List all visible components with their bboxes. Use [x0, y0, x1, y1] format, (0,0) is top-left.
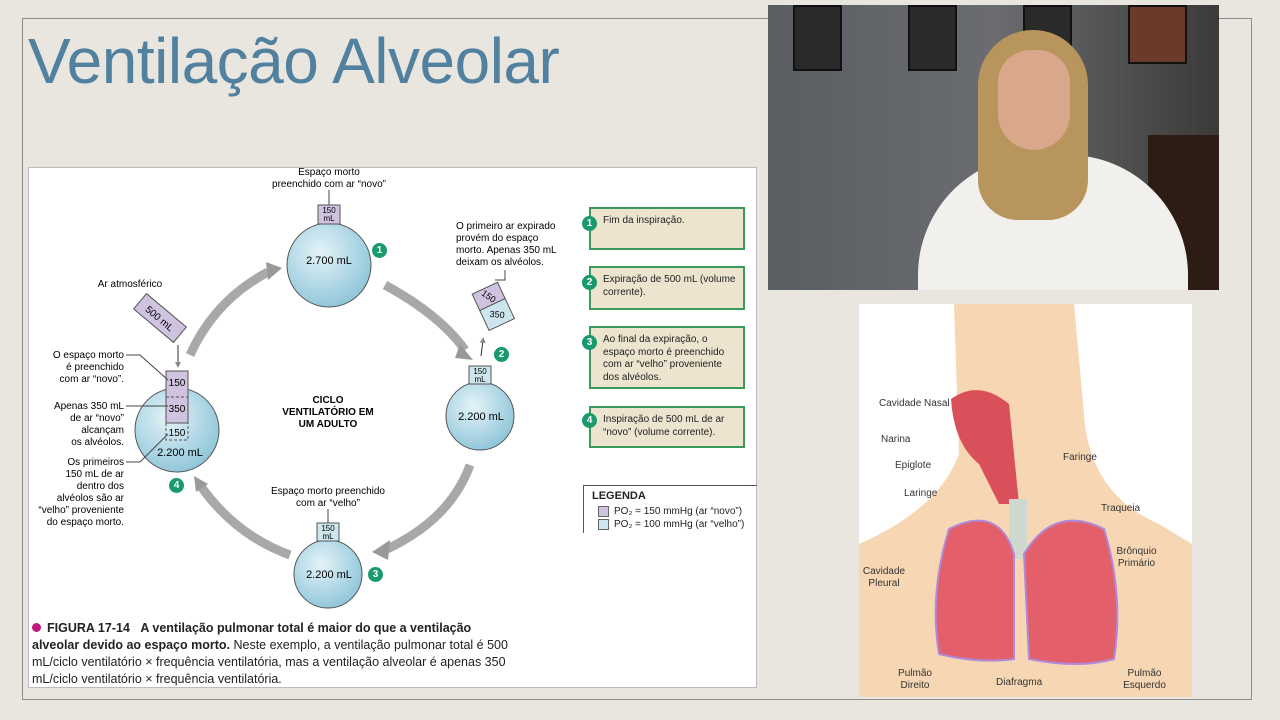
right-note-line: deixam os alvéolos.	[456, 257, 544, 268]
segment-150-new: 150	[169, 378, 186, 389]
label-traqueia: Traqueia	[1101, 503, 1141, 514]
expired-350: 350	[489, 309, 505, 320]
label-epiglote: Epiglote	[895, 460, 932, 471]
left-note-line: alvéolos são ar	[57, 493, 125, 504]
step-badge-2: 2	[494, 347, 509, 362]
caption-label: FIGURA 17-14	[47, 621, 130, 635]
inspired-air-segment: 500 mL	[132, 292, 188, 344]
volume-left: 2.200 mL	[157, 447, 203, 459]
dead-space-value: 150	[473, 367, 487, 376]
label-pulmao-esquerdo: Pulmão Esquerdo	[1123, 668, 1166, 691]
legend-title: LEGENDA	[592, 490, 646, 502]
caption-text: Neste exemplo, a ventilação pulmonar tot…	[32, 638, 508, 686]
label-faringe: Faringe	[1063, 452, 1097, 463]
center-label: VENTILATÓRIO EM	[282, 405, 373, 418]
bottom-note-line2: com ar “velho”	[296, 498, 360, 509]
arrow-4-to-1	[185, 268, 271, 357]
step-box-4: Inspiração de 500 mL de ar “novo” (volum…	[589, 406, 745, 448]
arrow-1-to-2	[382, 281, 469, 353]
left-note-line: O espaço morto	[53, 350, 125, 361]
step-badge-3: 3	[368, 567, 383, 582]
wall-poster	[908, 5, 957, 71]
left-note-line: do espaço morto.	[47, 517, 124, 528]
label-cavidade-pleural: Cavidade Pleural	[862, 566, 906, 589]
label-laringe: Laringe	[904, 488, 938, 499]
arrow-2-to-3	[383, 463, 475, 555]
figure-caption: FIGURA 17-14 A ventilação pulmonar total…	[32, 620, 512, 688]
right-note-line: provém do espaço	[456, 233, 539, 244]
legend-swatch	[598, 519, 609, 530]
dead-space-value: 150	[321, 524, 335, 533]
expired-air-segment: 150 350	[471, 281, 516, 332]
slide-title: Ventilação Alveolar	[28, 25, 560, 97]
right-note-line: morto. Apenas 350 mL	[456, 245, 557, 256]
left-note-line: 150 mL de ar	[65, 469, 124, 480]
legend-item-old-air: PO₂ = 100 mmHg (ar “velho”)	[598, 518, 749, 531]
caption-bold: A ventilação pulmonar total é maior do q…	[32, 621, 472, 652]
bottom-note-line1: Espaço morto preenchido	[271, 486, 385, 497]
dead-space-value: 150	[322, 206, 336, 215]
volume-bottom: 2.200 mL	[306, 569, 352, 581]
volume-top: 2.700 mL	[306, 255, 352, 267]
volume-right: 2.200 mL	[458, 411, 504, 423]
cycle-arrows	[185, 268, 475, 560]
step-box-badge-3: 3	[582, 335, 597, 350]
step-box-1: Fim da inspiração.	[589, 207, 745, 250]
label-pulmao-direito: Pulmão Direito	[898, 668, 932, 691]
left-note-line: de ar “novo”	[70, 413, 124, 424]
label-bronquio-primario: Brônquio Primário	[1116, 546, 1157, 569]
step-badge-1: 1	[372, 243, 387, 258]
left-note-line: alcançam	[81, 425, 124, 436]
left-note-line: Apenas 350 mL	[54, 401, 124, 412]
webcam-video	[768, 5, 1219, 290]
left-note-line: com ar “novo”.	[60, 374, 124, 385]
step-box-badge-2: 2	[582, 275, 597, 290]
left-note-line: dentro dos	[77, 481, 124, 492]
step-text: Expiração de 500 mL (volume corrente).	[603, 274, 736, 298]
wall-poster	[1128, 5, 1187, 64]
arrow-3-to-4	[196, 482, 292, 560]
step-text: Inspiração de 500 mL de ar “novo” (volum…	[603, 414, 725, 438]
segment-150-old: 150	[169, 428, 186, 439]
step-text: Ao final da expiração, o espaço morto é …	[603, 334, 725, 383]
right-note: O primeiro ar expirado provém do espaço …	[456, 221, 557, 268]
step-badge-4: 4	[169, 478, 184, 493]
atmospheric-air-label: Ar atmosférico	[98, 279, 163, 290]
step-box-3: Ao final da expiração, o espaço morto é …	[589, 326, 745, 389]
top-note-line1: Espaço morto	[298, 167, 360, 178]
segment-350: 350	[169, 404, 186, 415]
wall-poster	[793, 5, 842, 71]
left-note-line: Os primeiros	[67, 457, 124, 468]
person-face	[998, 50, 1070, 150]
legend-text: PO₂ = 150 mmHg (ar “novo”)	[614, 506, 743, 517]
step-box-badge-4: 4	[582, 413, 597, 428]
left-note-line: “velho” proveniente	[38, 505, 124, 516]
top-note-line2: preenchido com ar “novo”	[272, 179, 386, 190]
dead-space-unit: mL	[474, 375, 486, 384]
center-label: UM ADULTO	[299, 419, 358, 430]
center-label: CICLO	[312, 395, 343, 406]
dead-space-unit: mL	[323, 214, 335, 223]
slide-frame	[22, 18, 1252, 700]
label-cavidade-nasal: Cavidade Nasal	[879, 398, 950, 409]
label-narina: Narina	[881, 434, 911, 445]
caption-bullet-icon	[32, 623, 41, 632]
legend-item-new-air: PO₂ = 150 mmHg (ar “novo”)	[598, 505, 749, 518]
legend: LEGENDA PO₂ = 150 mmHg (ar “novo”) PO₂ =…	[583, 485, 757, 533]
dead-space-unit: mL	[322, 532, 334, 541]
label-diafragma: Diafragma	[996, 677, 1043, 688]
legend-swatch	[598, 506, 609, 517]
right-note-line: O primeiro ar expirado	[456, 221, 556, 232]
step-box-badge-1: 1	[582, 216, 597, 231]
respiratory-anatomy-image: Cavidade Nasal Narina Epiglote Laringe F…	[859, 304, 1192, 697]
left-note-line: é preenchido	[66, 362, 124, 373]
left-note-line: os alvéolos.	[71, 437, 124, 448]
step-box-2: Expiração de 500 mL (volume corrente).	[589, 266, 745, 310]
legend-text: PO₂ = 100 mmHg (ar “velho”)	[614, 519, 745, 530]
step-text: Fim da inspiração.	[603, 215, 685, 226]
